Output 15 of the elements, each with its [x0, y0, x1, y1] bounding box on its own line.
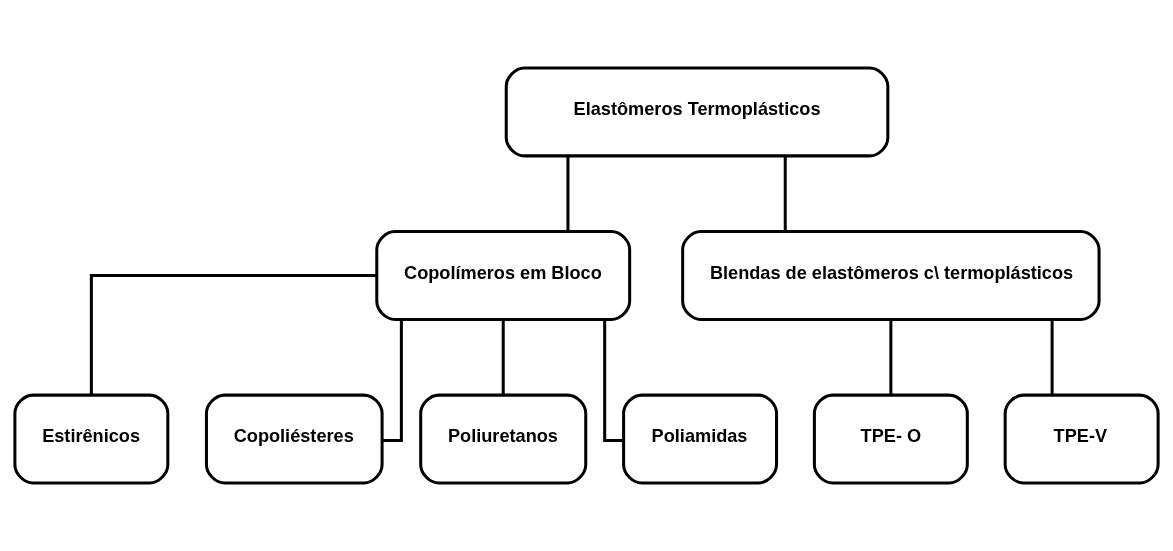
connector — [889, 319, 893, 395]
node-box: TPE-V — [1003, 393, 1160, 485]
node-box: Elastômeros Termoplásticos — [504, 66, 890, 158]
node-box: TPE- O — [812, 393, 969, 485]
node-box: Copolímeros em Bloco — [375, 230, 632, 321]
connector — [566, 156, 570, 232]
connector — [1050, 319, 1054, 395]
connector — [501, 319, 505, 395]
node-box: Poliamidas — [622, 393, 779, 485]
node-box: Estirênicos — [13, 393, 170, 485]
node-box: Copoliésteres — [204, 393, 384, 485]
node-box: Blendas de elastômeros c\ termoplásticos — [681, 230, 1101, 321]
connector — [89, 274, 377, 395]
connector — [783, 156, 787, 232]
node-box: Poliuretanos — [419, 393, 588, 485]
